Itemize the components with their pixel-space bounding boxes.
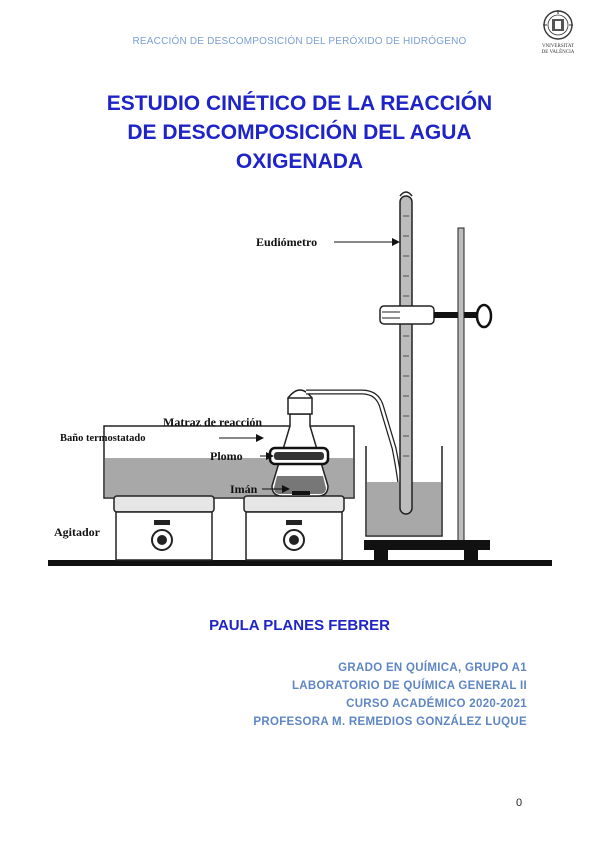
- label-agitador: Agitador: [54, 525, 101, 539]
- burette-clamp: [379, 305, 435, 325]
- stand-base: [364, 540, 490, 550]
- course-details: GRADO EN QUÍMICA, GRUPO A1 LABORATORIO D…: [253, 659, 527, 731]
- logo-text-1: VNIVERSITAT: [542, 44, 574, 49]
- bench-line: [48, 560, 552, 566]
- water-bath: [103, 425, 355, 499]
- title-line-3: OXIGENADA: [235, 150, 364, 173]
- stirrer-top-2: [243, 495, 345, 513]
- label-iman: Imán: [230, 482, 258, 496]
- logo-text-2: DE VALÈNCIA: [542, 49, 575, 55]
- title-line-1: ESTUDIO CINÉTICO DE LA REACCIÓN: [106, 92, 493, 115]
- label-matraz: Matraz de reacción: [163, 415, 262, 429]
- detail-line-1: GRADO EN QUÍMICA, GRUPO A1: [338, 662, 527, 674]
- flask-stopper: [287, 397, 313, 415]
- label-eudiometro: Eudiómetro: [256, 235, 317, 249]
- label-bano: Baño termostatado: [60, 433, 145, 444]
- stir-magnet: [292, 491, 310, 495]
- apparatus-diagram: Eudiómetro Matraz de reacción Baño termo…: [44, 186, 556, 576]
- clamp-screw: [475, 303, 493, 329]
- running-header: REACCIÓN DE DESCOMPOSICIÓN DEL PERÓXIDO …: [132, 36, 467, 47]
- detail-line-3: CURSO ACADÉMICO 2020-2021: [346, 698, 527, 710]
- detail-line-4: PROFESORA M. REMEDIOS GONZÁLEZ LUQUE: [253, 716, 527, 728]
- label-plomo: Plomo: [210, 449, 243, 463]
- university-seal-icon: VNIVERSITAT DE VALÈNCIA: [538, 8, 584, 60]
- clamp-rod: [434, 312, 478, 318]
- eudiometer-tube: [399, 195, 413, 515]
- page-title: ESTUDIO CINÉTICO DE LA REACCIÓN DE DESCO…: [0, 89, 599, 176]
- beaker: [365, 446, 443, 537]
- title-line-2: DE DESCOMPOSICIÓN DEL AGUA: [127, 121, 472, 144]
- detail-line-2: LABORATORIO DE QUÍMICA GENERAL II: [291, 680, 527, 692]
- page-number: 0: [516, 797, 523, 809]
- author-name: PAULA PLANES FEBRER: [209, 617, 390, 634]
- stirrer-top-1: [113, 495, 215, 513]
- stand-rod: [457, 227, 465, 545]
